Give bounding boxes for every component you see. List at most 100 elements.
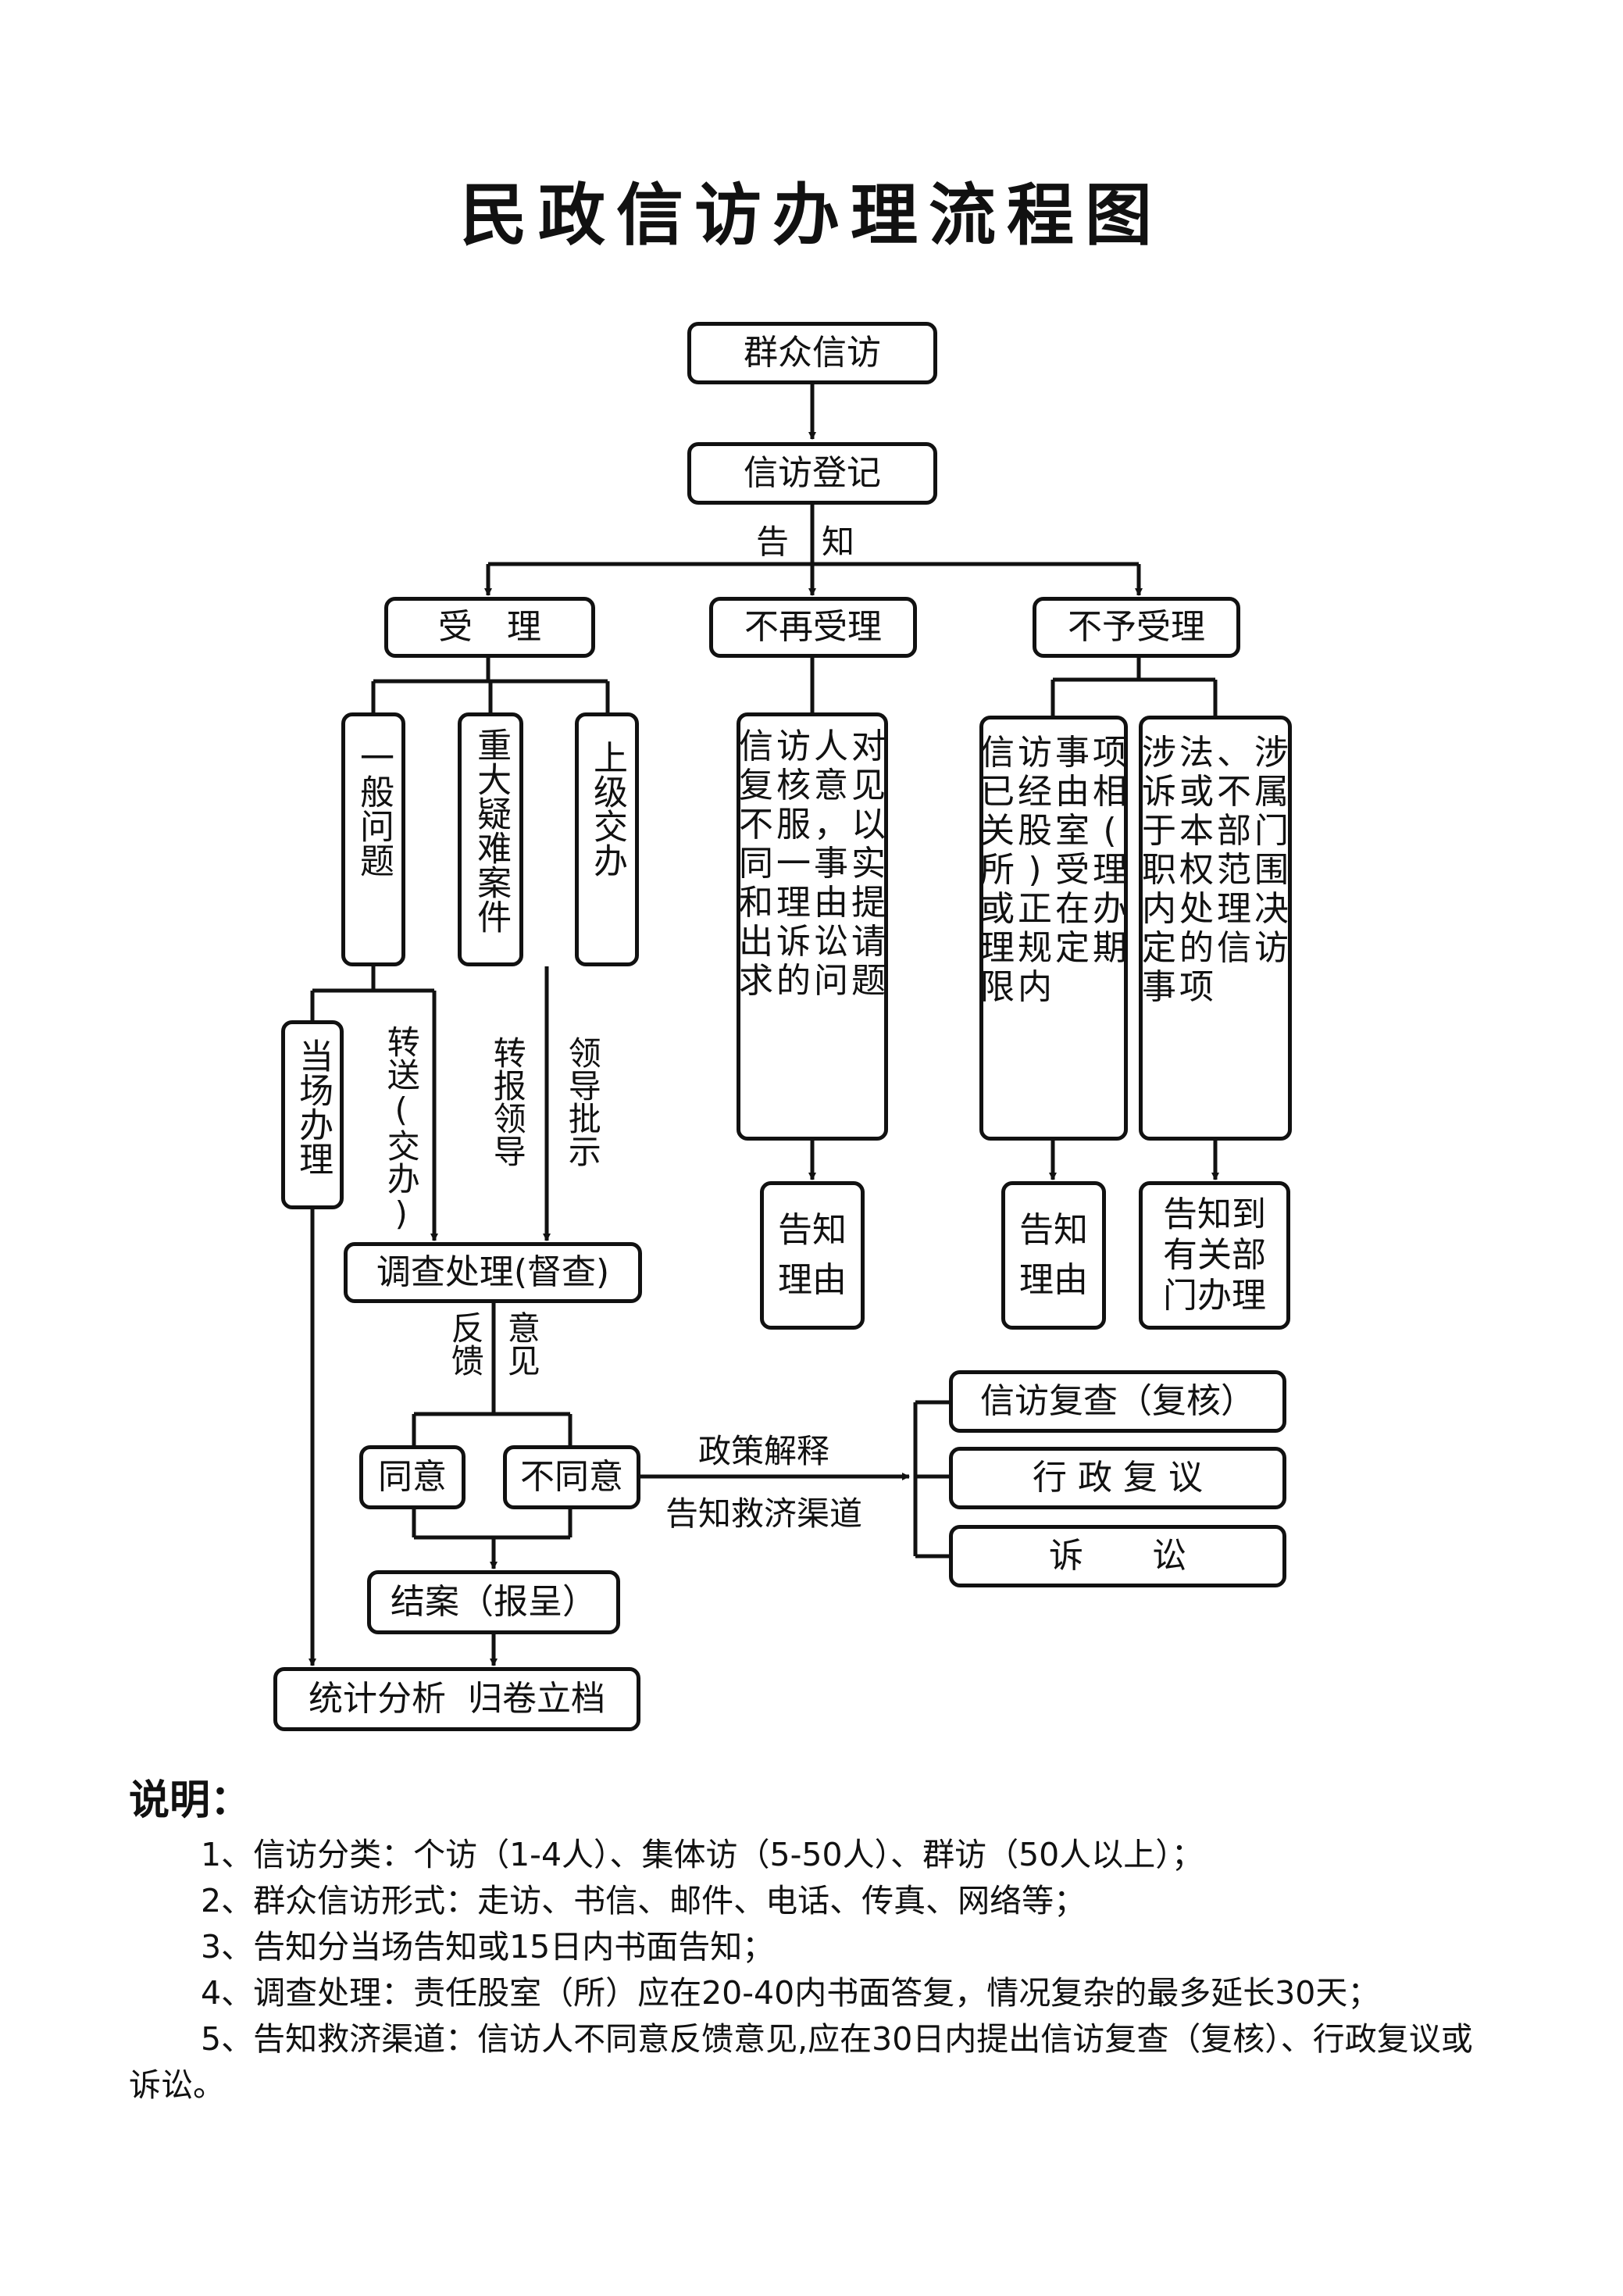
grid-char: 正 <box>1018 888 1052 929</box>
node-onsite: 当场办理 <box>281 1020 344 1209</box>
grid-char: 法 <box>1179 732 1214 773</box>
grid-char: 请 <box>851 921 886 962</box>
grid-char: 复 <box>739 765 773 805</box>
grid-char: 规 <box>1018 927 1052 968</box>
grid-char: 内 <box>1142 888 1176 929</box>
text-inform-reason-2: 告知理由 <box>1019 1210 1088 1300</box>
grid-char: 理 <box>1217 888 1251 929</box>
label-channel: 告知救济渠道 <box>665 1494 863 1533</box>
node-general: 一般问题 <box>341 712 405 966</box>
grid-char: 围 <box>1254 849 1289 890</box>
grid-char: 股 <box>1018 810 1052 851</box>
node-inform-dept: 告知到有关部门办理 <box>1139 1181 1290 1330</box>
grid-char: 讼 <box>814 921 848 962</box>
note-item: 2、群众信访形式：走访、书信、邮件、电话、传真、网络等； <box>201 1882 1086 1919</box>
grid-char: ， <box>814 804 848 844</box>
label-report: 转报领导 <box>488 1036 527 1167</box>
node-petition-reason: 信访人对复核意见不服，以同一事实和理由提出诉讼请求的问题 <box>737 712 888 1141</box>
note-item: 1、信访分类：个访（1-4人）、集体访（5-50人）、群访（50人以上）； <box>201 1836 1204 1873</box>
grid-char: 实 <box>851 843 886 884</box>
grid-char: 定 <box>1055 927 1090 968</box>
grid-char: 门 <box>1254 810 1289 851</box>
label-feedback-a: 反馈 <box>446 1311 485 1377</box>
grid-char: 人 <box>814 726 848 766</box>
grid-char: 见 <box>851 765 886 805</box>
node-not-accept: 不予受理 <box>1033 597 1240 658</box>
node-close: 结案（报呈） <box>367 1570 620 1634</box>
grid-char: 的 <box>776 960 811 1001</box>
node-handled-items: 信访事项已经由相关股室(所)受理或正在办理规定期限内 <box>979 716 1128 1141</box>
grid-char: 理 <box>980 927 1015 968</box>
grid-char: 或 <box>980 888 1015 929</box>
note-item: 3、告知分当场告知或15日内书面告知； <box>201 1928 775 1966</box>
grid-char: 决 <box>1254 888 1289 929</box>
grid-char: 访 <box>1018 732 1052 773</box>
grid-char: 室 <box>1055 810 1090 851</box>
grid-char: 关 <box>980 810 1015 851</box>
grid-char: 权 <box>1179 849 1214 890</box>
grid-char: 由 <box>1055 771 1090 812</box>
grid-char: 理 <box>776 882 811 923</box>
grid-char: 项 <box>1179 966 1214 1007</box>
grid-char: 项 <box>1093 732 1127 773</box>
grid-char: ) <box>1028 849 1042 890</box>
grid-char: 处 <box>1179 888 1214 929</box>
node-inform-reason-1: 告知理由 <box>760 1181 865 1330</box>
grid-char: 、 <box>1217 732 1251 773</box>
grid-char: 的 <box>1179 927 1214 968</box>
grid-char: 出 <box>739 921 773 962</box>
grid-char: 同 <box>739 843 773 884</box>
grid-char: ( <box>1103 810 1117 851</box>
grid-char: 经 <box>1018 771 1052 812</box>
label-instruct: 领导批示 <box>563 1036 602 1167</box>
grid-char: 题 <box>851 960 886 1001</box>
grid-char: 于 <box>1142 810 1176 851</box>
node-lawsuit: 诉 讼 <box>949 1525 1286 1587</box>
text-inform-reason-1: 告知理由 <box>778 1210 847 1300</box>
node-no-re-accept: 不再受理 <box>709 597 917 658</box>
grid-char: 内 <box>1018 966 1052 1007</box>
grid-char: 核 <box>776 765 811 805</box>
node-major: 重大疑难案件 <box>458 712 523 966</box>
text-inform-dept: 告知到有关部门办理 <box>1163 1194 1266 1316</box>
node-superior: 上级交办 <box>575 712 639 966</box>
node-admin-review: 行 政 复 议 <box>949 1447 1286 1509</box>
grid-char: 涉 <box>1254 732 1289 773</box>
grid-char: 以 <box>851 804 886 844</box>
grid-char: 对 <box>851 726 886 766</box>
grid-char: 范 <box>1217 849 1251 890</box>
node-inform-reason-2: 告知理由 <box>1001 1181 1106 1330</box>
label-policy: 政策解释 <box>698 1432 830 1470</box>
grid-char: 所 <box>980 849 1015 890</box>
grid-char: 提 <box>851 882 886 923</box>
grid-char: 诉 <box>776 921 811 962</box>
page-title: 民政信访办理流程图 <box>460 176 1163 255</box>
label-transfer: 转送(交办) <box>382 1025 421 1233</box>
grid-char: 不 <box>739 804 773 844</box>
grid-char: 理 <box>1093 849 1127 890</box>
grid-char: 受 <box>1055 849 1090 890</box>
grid-char: 涉 <box>1142 732 1176 773</box>
grid-char: 服 <box>776 804 811 844</box>
note-item: 5、告知救济渠道：信访人不同意反馈意见,应在30日内提出信访复查（复核）、行政复… <box>129 2020 1473 2104</box>
grid-char: 本 <box>1179 810 1214 851</box>
grid-char: 定 <box>1142 927 1176 968</box>
node-disagree: 不同意 <box>503 1445 640 1509</box>
grid-char: 和 <box>739 882 773 923</box>
grid-char: 不 <box>1217 771 1251 812</box>
grid-char: 办 <box>1093 888 1127 929</box>
grid-char: 已 <box>980 771 1015 812</box>
grid-char: 信 <box>739 726 773 766</box>
grid-char: 诉 <box>1142 771 1176 812</box>
grid-char: 信 <box>980 732 1015 773</box>
notes-title: 说明： <box>129 1777 251 1824</box>
node-register: 信访登记 <box>687 442 937 505</box>
grid-char: 相 <box>1093 771 1127 812</box>
grid-char: 意 <box>814 765 848 805</box>
grid-char: 限 <box>980 966 1015 1007</box>
label-notify: 告 知 <box>756 523 855 561</box>
grid-char: 求 <box>739 960 773 1001</box>
grid-char: 或 <box>1179 771 1214 812</box>
grid-char: 属 <box>1254 771 1289 812</box>
